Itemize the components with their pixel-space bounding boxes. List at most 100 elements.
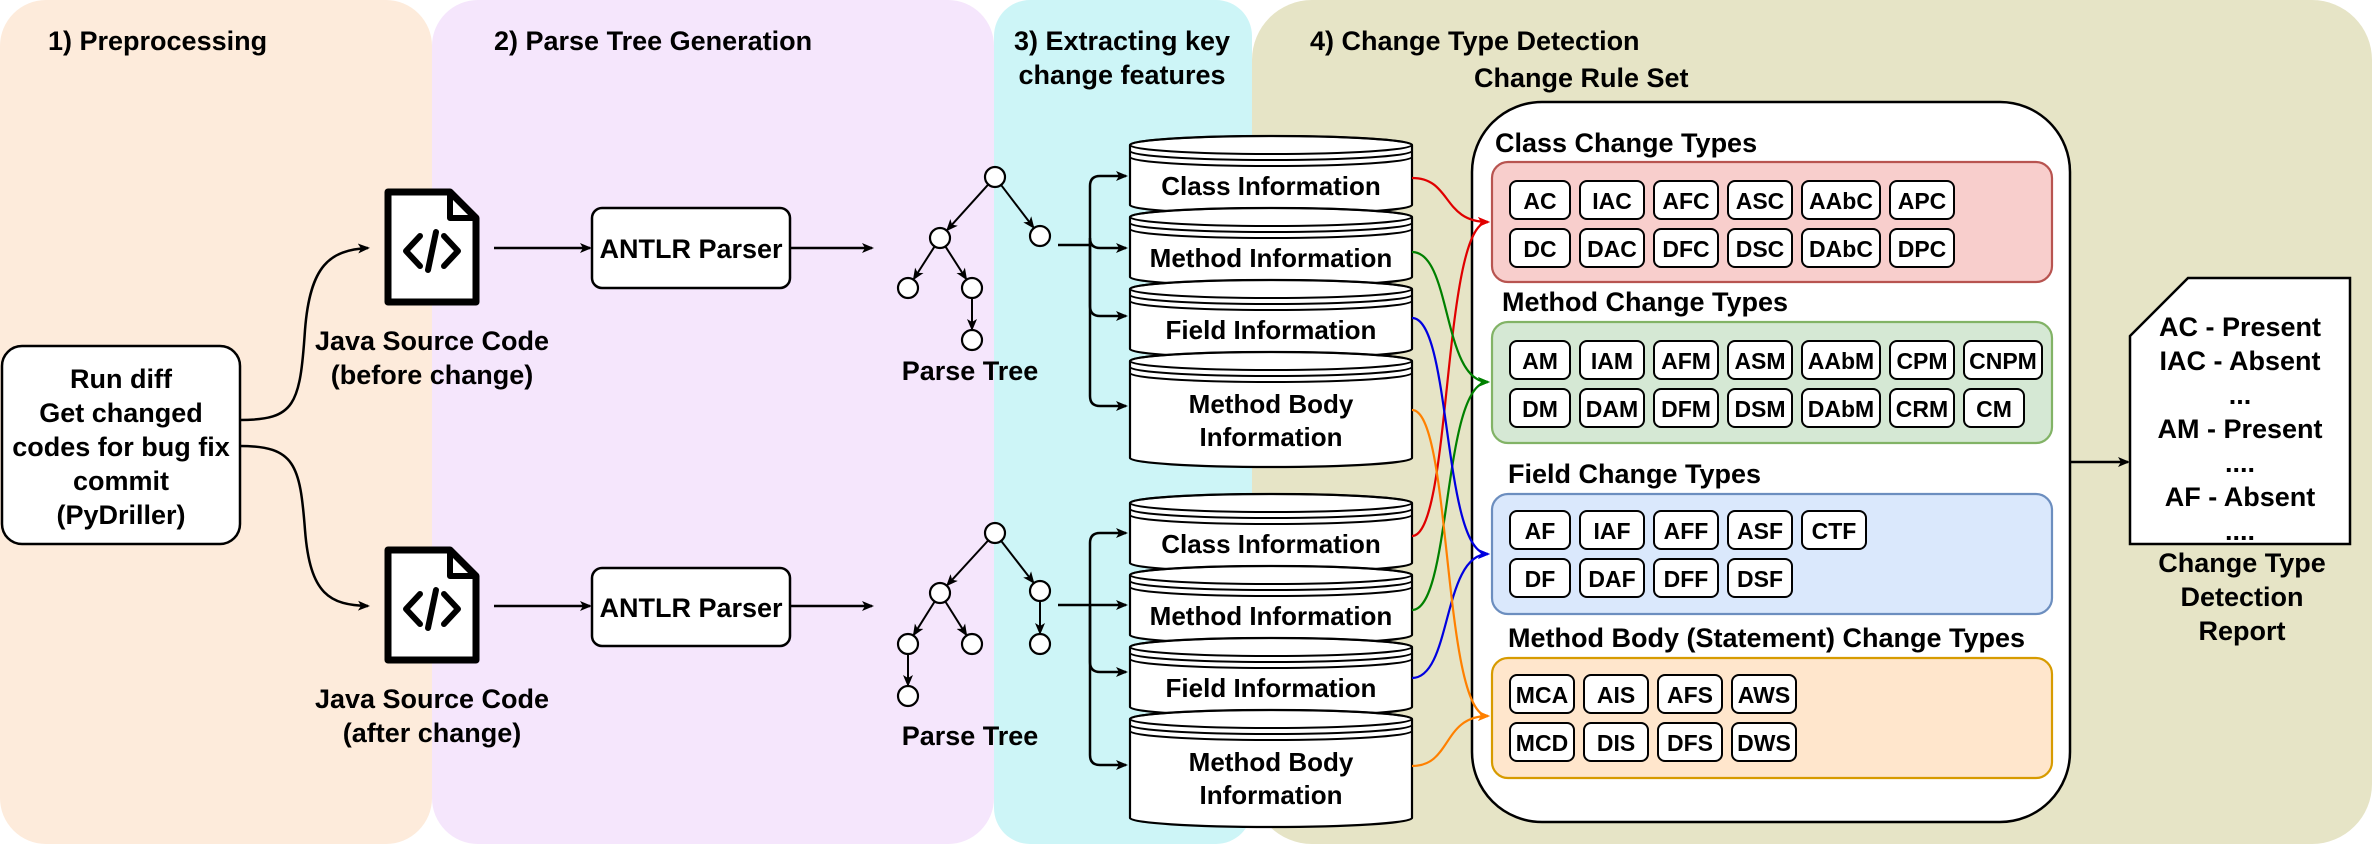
db-label: Field Information <box>1166 315 1377 345</box>
tree-to-databases-arrows-bottom <box>1058 528 1128 770</box>
change-type-chip <box>1583 722 1649 762</box>
db-rim <box>1129 502 1413 513</box>
tree-node <box>983 521 1007 545</box>
fan-arrow <box>1088 237 1128 253</box>
db-rim <box>1129 574 1413 585</box>
change-type-chip <box>1727 180 1793 220</box>
change-type-code: MCA <box>1516 682 1568 708</box>
change-type-chip <box>1963 388 2025 428</box>
before-class-information-db: Class Information <box>1128 134 1414 216</box>
db-label-line2: Information <box>1200 780 1343 810</box>
fan-arrow <box>1088 171 1128 245</box>
tree-node <box>1028 579 1052 603</box>
change-type-code: DAF <box>1588 566 1635 592</box>
db-rim <box>1129 718 1413 729</box>
change-type-chip <box>1801 228 1881 268</box>
tree-node <box>896 276 920 300</box>
db-rim <box>1129 150 1413 161</box>
fan-arrow <box>1088 245 1128 411</box>
report-line: .... <box>2225 516 2255 546</box>
fan-arrow <box>1088 528 1128 605</box>
tree-to-databases-arrows-top <box>1058 171 1128 411</box>
tree-node <box>960 276 984 300</box>
db-rim <box>1129 580 1413 591</box>
db-label: Method Information <box>1150 601 1393 631</box>
change-type-code: DPC <box>1898 236 1947 262</box>
db-rim <box>1129 646 1413 657</box>
change-type-code: AFM <box>1661 348 1711 374</box>
db-rim <box>1129 351 1413 362</box>
change-type-chip <box>1509 674 1575 714</box>
arrow-diff-to-after <box>239 444 370 611</box>
stage-title-preprocessing: 1) Preprocessing <box>48 26 267 56</box>
change-type-code: ASF <box>1737 518 1783 544</box>
db-rim <box>1129 637 1413 648</box>
change-type-chip <box>1889 180 1955 220</box>
after-class-information-db: Class Information <box>1128 492 1414 574</box>
change-type-code: DF <box>1525 566 1556 592</box>
report-document-shape <box>2128 276 2352 546</box>
db-label: Field Information <box>1166 673 1377 703</box>
java-source-after-icon <box>384 546 480 664</box>
change-type-code: MCD <box>1516 730 1568 756</box>
change-type-code: AC <box>1523 188 1556 214</box>
tree-node <box>1028 224 1052 248</box>
change-type-code: AFF <box>1664 518 1709 544</box>
report-line: .... <box>2225 448 2255 478</box>
antlr-parser-bottom-label: ANTLR Parser <box>599 593 783 623</box>
change-type-code: DAbC <box>1809 236 1873 262</box>
db-rim <box>1129 493 1413 504</box>
db-label: Method Information <box>1150 243 1393 273</box>
antlr-parser-top-label: ANTLR Parser <box>599 234 783 264</box>
change-type-chip <box>1727 228 1793 268</box>
feature-link <box>1411 316 1490 559</box>
change-type-chip <box>1653 180 1719 220</box>
change-type-code: DFM <box>1661 396 1711 422</box>
arrow-diff-to-before <box>239 243 370 422</box>
java-source-before-label-line2: (before change) <box>331 360 534 390</box>
change-type-chip <box>1889 228 1955 268</box>
stage-title-extracting-line1: 3) Extracting key <box>1014 26 1230 56</box>
tree-node <box>896 632 920 656</box>
run-diff-line: (PyDriller) <box>56 500 185 530</box>
change-type-chip <box>1509 722 1575 762</box>
run-diff-line: Run diff <box>70 364 173 394</box>
change-type-chip <box>1579 388 1645 428</box>
db-rim <box>1129 294 1413 305</box>
db-rim <box>1129 724 1413 735</box>
java-source-after-label-line2: (after change) <box>343 718 522 748</box>
db-rim <box>1129 135 1413 146</box>
tree-node <box>896 684 920 708</box>
change-type-code: CNPM <box>1969 348 2037 374</box>
db-rim <box>1129 366 1413 377</box>
change-type-code: ASC <box>1736 188 1785 214</box>
change-type-chip <box>1509 558 1571 598</box>
change-type-chip <box>1583 674 1649 714</box>
java-source-before-label-line1: Java Source Code <box>315 326 549 356</box>
change-type-code: DM <box>1522 396 1558 422</box>
change-type-code: DSF <box>1737 566 1783 592</box>
db-rim <box>1129 709 1413 720</box>
change-type-chip <box>1727 388 1793 428</box>
db-rim <box>1129 565 1413 576</box>
run-diff-line: Get changed <box>39 398 203 428</box>
stage-title-parse-tree: 2) Parse Tree Generation <box>494 26 812 56</box>
change-type-code: AIS <box>1597 682 1635 708</box>
db-rim <box>1129 144 1413 155</box>
change-type-chip <box>1963 340 2043 380</box>
change-type-chip <box>1889 340 1955 380</box>
db-label-line1: Method Body <box>1189 747 1354 777</box>
change-type-code: IAC <box>1592 188 1632 214</box>
change-type-code: DAC <box>1587 236 1637 262</box>
db-rim <box>1129 372 1413 383</box>
tree-node <box>960 632 984 656</box>
stage-parse-tree-panel <box>432 0 994 844</box>
